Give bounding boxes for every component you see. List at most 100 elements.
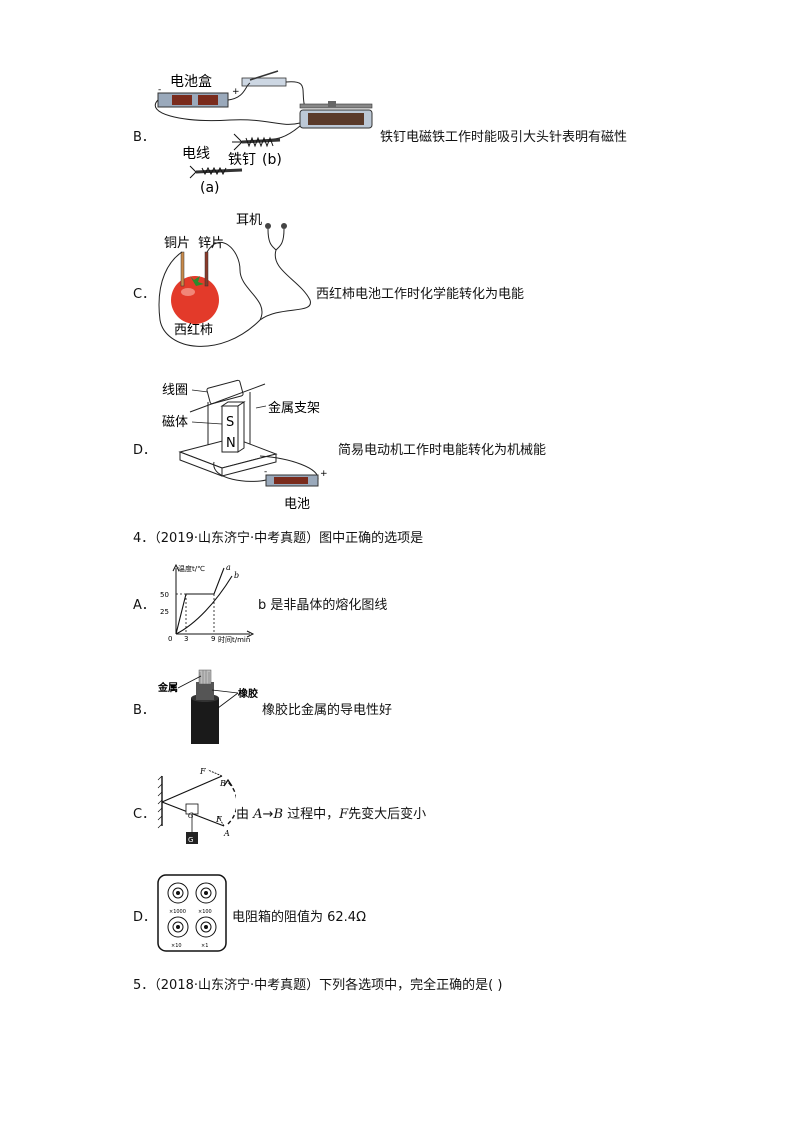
lever-figure: G G F B F A [157,767,236,844]
battery-box-label: 电池盒 [170,73,212,90]
q4c-text-a: A [253,807,263,822]
q4-option-d-letter: D． [133,910,157,925]
question-5-title: 5．（2018·山东济宁·中考真题）下列各选项中，完全正确的是( ) [133,978,503,993]
magnet [220,401,246,453]
copper-label: 铜片 [164,236,190,251]
dial-x10-label: ×10 [171,943,182,949]
y-axis-label: 温度t/℃ [178,564,205,573]
q4-option-a-text: b 是非晶体的熔化图线 [258,598,388,613]
rheostat-slider [328,101,336,107]
tomato [171,276,219,324]
zinc-label: 锌片 [198,236,224,251]
switch-lever [249,70,279,81]
wire [158,251,261,347]
cable-figure: 金属 橡胶 [157,669,258,744]
tomato-battery-figure: 耳机 铜片 锌片 西红柿 [158,213,311,347]
dial-x1 [195,916,217,938]
point-b-label: B [219,779,226,788]
weight-label: G [188,836,193,844]
curve-a [175,567,225,635]
q4-option-c-letter: C． [133,807,156,822]
curve-b-label: b [234,571,239,580]
nail-label: 铁钉 [228,152,256,168]
question-4-title: 4．（2019·山东济宁·中考真题）图中正确的选项是 [133,531,424,546]
wire-label: 电线 [182,146,210,162]
nail-a [189,165,243,179]
wire [213,461,267,482]
rotation-arrow [227,781,236,825]
dial-x1000-label: ×1000 [169,909,186,915]
rubber-label: 橡胶 [238,687,258,700]
option-c-letter: C． [133,287,156,302]
tomato-label: 西红柿 [174,322,213,338]
figure-b-label: (b) [262,152,282,168]
y-tick-50: 50 [160,591,169,599]
x-tick-3: 3 [184,635,188,643]
pole-s: S [226,415,234,430]
figure-a-label: (a) [200,180,220,196]
wire [206,241,263,321]
q4-option-d-text: 电阻箱的阻值为 62.4Ω [232,910,367,925]
option-c-text: 西红柿电池工作时化学能转化为电能 [316,287,525,302]
cable-sheath [191,698,219,744]
curve-b [175,575,233,635]
nail-b [232,133,281,151]
curve-a-label: a [226,563,231,572]
option-b-letter: B． [133,130,155,145]
q4-option-c-text: 由 A→B 过程中，F先变大后变小 [236,803,426,822]
lever-b-position [161,775,223,803]
q4-option-b-letter: B． [133,703,155,718]
force-label-top: F [199,767,206,776]
magnet-label: 磁体 [162,415,188,430]
tomato-stem [190,276,204,286]
frame-label: 金属支架 [268,400,320,416]
x-axis-label: 时间t/min [218,635,250,644]
earphone-left [265,223,271,229]
battery-label: 电池 [284,497,310,512]
q4c-text-b: B [273,807,283,822]
y-tick-25: 25 [160,608,169,616]
point-a-label: A [223,829,230,838]
x-tick-9: 9 [211,635,215,643]
zinc-plate [204,251,209,287]
q4c-text-pre: 由 [236,807,254,822]
q4c-text-f: F [339,807,349,822]
dial-x10 [167,916,189,938]
option-d-letter: D． [133,443,157,458]
svg-text:-: - [264,467,267,477]
option-b-text: 铁钉电磁铁工作时能吸引大头针表明有磁性 [380,130,628,145]
earphone-right [281,223,287,229]
electromagnet-circuit-figure: 电池盒 - + 铁钉 (b) 电线 (a) [154,70,373,196]
earphone-cord [267,228,285,251]
metal-label: 金属 [157,681,178,694]
melting-curve-chart: 温度t/℃ 时间t/min 50 25 0 3 9 a b [160,563,255,644]
q4-option-b-text: 橡胶比金属的导电性好 [262,703,393,718]
coil [189,379,266,413]
battery-cell [198,95,218,105]
resistance-box-figure: ×1000 ×100 ×10 ×1 [157,874,227,952]
dial-x100-label: ×100 [198,909,212,915]
svg-text:-: - [158,85,161,95]
simple-motor-figure: 线圈 金属支架 磁体 S N - + 电池 [162,379,328,512]
wire [259,249,311,321]
rheostat-coil [308,113,364,125]
copper-plate [180,251,185,287]
cable-insulation [196,682,214,700]
force-label-bottom: F [215,815,222,824]
coil-label: 线圈 [162,383,188,398]
earphone-label: 耳机 [236,213,262,228]
y-tick-0: 0 [168,635,172,643]
battery-cell [172,95,192,105]
dial-x1-label: ×1 [201,943,208,949]
dial-x1000 [167,882,189,904]
svg-text:+: + [320,469,328,479]
wire [227,82,251,101]
svg-text:+: + [232,87,240,97]
hanging-weight [186,832,198,844]
q4c-text-mid: 过程中， [283,807,340,822]
q4c-text-arrow: → [262,807,274,822]
q4-option-a-letter: A． [133,598,155,613]
pole-n: N [226,436,236,451]
option-d-text: 简易电动机工作时电能转化为机械能 [338,443,547,458]
wire [154,99,301,125]
